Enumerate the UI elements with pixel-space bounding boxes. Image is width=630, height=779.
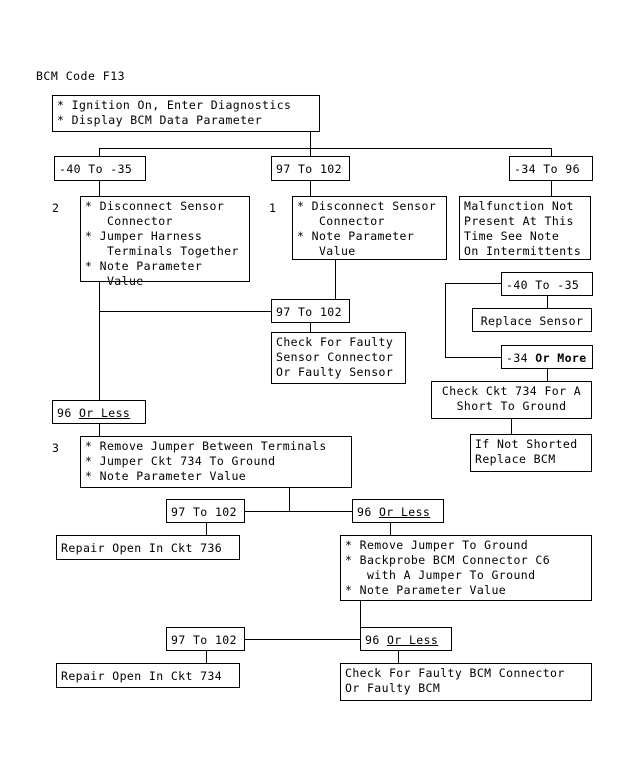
node-branch-label-minus34-to-96: -34 To 96 <box>509 156 593 181</box>
connector-step3-97102-to-repair736 <box>206 523 207 535</box>
node-start: * Ignition On, Enter Diagnostics * Displ… <box>52 95 320 132</box>
connector-step3-bus <box>206 511 352 512</box>
minus34-prefix: -34 <box>506 351 536 365</box>
node-branch-label-minus40-to-minus35: -40 To -35 <box>54 156 146 181</box>
connector-step2-to-97-102 <box>99 311 273 312</box>
96-prefix-a: 96 <box>57 406 79 420</box>
node-step1-out-minus40-to-minus35: -40 To -35 <box>501 272 593 296</box>
node-step1-out-minus34-or-more: -34 Or More <box>501 345 593 369</box>
connector-step4-97102-to-repair734 <box>206 651 207 663</box>
step-number-3: 3 <box>52 441 60 455</box>
connector-minus34-to-check-ckt734 <box>547 369 548 381</box>
connector-drop-b <box>310 148 311 157</box>
node-step1-disconnect-sensor: * Disconnect Sensor Connector * Note Par… <box>292 196 447 260</box>
node-check-for-faulty-bcm-connector: Check For Faulty BCM Connector Or Faulty… <box>340 663 592 701</box>
connector-top-bus <box>99 148 551 149</box>
node-step3-out-97-to-102: 97 To 102 <box>166 499 245 523</box>
node-branch-label-97-to-102: 97 To 102 <box>271 156 350 181</box>
page-title: BCM Code F13 <box>36 69 126 83</box>
connector-step3-spine <box>289 488 290 511</box>
node-replace-sensor: Replace Sensor <box>472 308 592 332</box>
connector-step4-96orless-to-check-bcm <box>398 651 399 663</box>
node-check-for-faulty-sensor-connector: Check For Faulty Sensor Connector Or Fau… <box>271 332 406 384</box>
node-check-ckt-734-short-to-ground: Check Ckt 734 For A Short To Ground <box>431 381 592 419</box>
connector-c-to-malfunction <box>551 181 552 196</box>
connector-drop-a <box>99 148 100 157</box>
step-number-1: 1 <box>269 201 277 215</box>
connector-step1-spine <box>335 260 336 312</box>
node-step2-disconnect-sensor-jumper-harness: * Disconnect Sensor Connector * Jumper H… <box>80 196 250 288</box>
connector-step3-96orless-to-step4 <box>390 523 391 535</box>
connector-a-to-step2 <box>99 181 100 196</box>
connector-step1-to-minus34-or-more <box>445 357 503 358</box>
connector-96orless-to-step3 <box>99 424 100 436</box>
connector-step4-spine <box>360 601 361 639</box>
connector-check734-to-if-not-shorted <box>511 419 512 434</box>
node-step4-remove-jumper-backprobe-bcm: * Remove Jumper To Ground * Backprobe BC… <box>340 535 592 601</box>
node-repair-open-ckt-736: Repair Open In Ckt 736 <box>56 535 240 560</box>
step-number-2: 2 <box>52 201 60 215</box>
or-less-underline-b: Or Less <box>378 505 431 519</box>
connector-step1-right-spine <box>445 283 446 357</box>
connector-start-stem <box>310 132 311 148</box>
node-step2-out-96-or-less: 96 Or Less <box>52 400 146 424</box>
connector-step1-to-minus40 <box>445 283 511 284</box>
connector-97102-to-check-faulty-sensor <box>310 323 311 332</box>
96-prefix-c: 96 <box>365 633 387 647</box>
or-less-underline-c: Or Less <box>386 633 439 647</box>
connector-b-to-step1 <box>310 181 311 196</box>
or-more-bold: Or More <box>535 351 587 365</box>
connector-step4-bus <box>206 639 361 640</box>
or-less-underline-a: Or Less <box>78 406 131 420</box>
node-step1-out-97-to-102: 97 To 102 <box>271 299 350 323</box>
node-step3-remove-jumper-between-terminals: * Remove Jumper Between Terminals * Jump… <box>80 436 352 488</box>
connector-minus40-to-replace-sensor <box>547 296 548 308</box>
node-repair-open-ckt-734: Repair Open In Ckt 734 <box>56 663 240 688</box>
node-step4-out-97-to-102: 97 To 102 <box>166 627 245 651</box>
node-step4-out-96-or-less: 96 Or Less <box>360 627 452 651</box>
node-step3-out-96-or-less: 96 Or Less <box>352 499 444 523</box>
96-prefix-b: 96 <box>357 505 379 519</box>
node-if-not-shorted-replace-bcm: If Not Shorted Replace BCM <box>470 434 592 472</box>
connector-step2-spine <box>99 282 100 401</box>
node-malfunction-not-present: Malfunction Not Present At This Time See… <box>459 196 591 260</box>
connector-drop-c <box>551 148 552 157</box>
